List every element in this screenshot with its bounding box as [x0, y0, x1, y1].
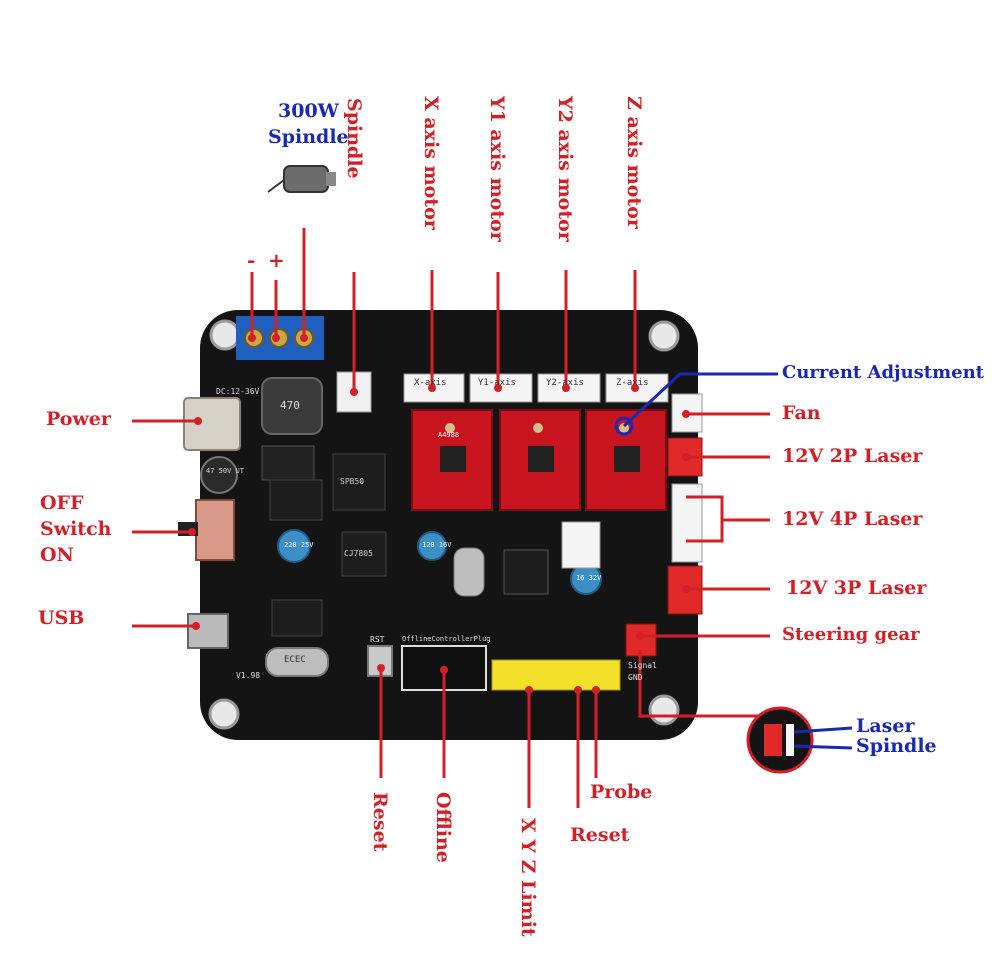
plus-label: +	[268, 248, 285, 272]
power-label: Power	[46, 408, 111, 430]
silk-cap3: 120 16V	[422, 541, 452, 549]
crystal	[265, 647, 329, 677]
capacitor-2	[277, 529, 311, 563]
limit-pin-header	[491, 659, 621, 691]
laser-2p-label: 12V 2P Laser	[782, 445, 923, 467]
blue-leader-lines	[622, 372, 853, 750]
inductor	[261, 377, 323, 435]
silk-crystal: ECEC	[284, 655, 306, 665]
silk-cap2: 220 25V	[284, 541, 314, 549]
y2-axis-motor-label: Y2 axis motor	[554, 96, 576, 242]
silk-cap1: 47 50V UT	[206, 467, 244, 475]
usb-label: USB	[38, 607, 85, 629]
silk-driver: A4988	[438, 431, 460, 439]
stepper-drivers	[411, 409, 667, 511]
silk-y2-axis: Y2-axis	[546, 378, 584, 388]
silk-rst: RST	[370, 635, 385, 644]
fan-label: Fan	[782, 402, 821, 424]
silk-x-axis: X-axis	[414, 378, 447, 388]
silk-gnd: GND	[628, 673, 643, 682]
spindle-motor-title: 300W	[278, 100, 339, 122]
capacitor-3	[417, 531, 447, 561]
leader-lines	[132, 228, 770, 808]
reset-button-label: Reset	[369, 792, 391, 852]
silk-offline-plug: OfflineControllerPlug	[402, 635, 491, 643]
laser-3p-label: 12V 3P Laser	[786, 577, 927, 599]
capacitor-1	[200, 456, 238, 494]
spindle-label: Spindle	[343, 98, 365, 179]
power-switch	[195, 499, 235, 561]
x-axis-motor-label: X axis motor	[420, 96, 442, 230]
y1-axis-motor-label: Y1 axis motor	[486, 96, 508, 242]
silk-y1-axis: Y1-axis	[478, 378, 516, 388]
silk-inductor: 470	[280, 399, 300, 412]
silk-version: V1.98	[236, 671, 261, 680]
leader-dots	[188, 334, 690, 694]
reset-pin-label: Reset	[570, 824, 630, 846]
silk-cap4: 16 32V	[576, 574, 602, 582]
jumper-inset	[746, 706, 814, 774]
z-axis-motor-label: Z axis motor	[623, 96, 645, 229]
silk-regulator: CJ7805	[344, 549, 373, 558]
on-label: ON	[40, 544, 74, 566]
silk-signal: Signal	[628, 661, 657, 670]
off-label: OFF	[40, 492, 84, 514]
probe-label: Probe	[590, 781, 653, 803]
current-adjustment-label: Current Adjustment	[782, 362, 984, 383]
silk-voltage: DC:12-36V	[216, 387, 260, 396]
steering-gear-label: Steering gear	[782, 624, 920, 645]
spindle-motor-image	[267, 165, 336, 193]
xyz-limit-label: X Y Z Limit	[517, 818, 539, 937]
usb-port	[187, 613, 229, 649]
laser-4p-label: 12V 4P Laser	[782, 508, 923, 530]
switch-label: Switch	[40, 518, 112, 540]
minus-label: -	[247, 248, 256, 272]
power-jack	[183, 397, 241, 451]
laser-jumper-label: Laser	[856, 715, 915, 737]
silk-mosfet: SPB50	[340, 477, 365, 486]
spindle-jumper-label: Spindle	[856, 735, 937, 757]
offline-label: Offline	[432, 792, 454, 863]
spindle-motor-subtitle: Spindle	[268, 126, 349, 148]
silk-z-axis: Z-axis	[616, 378, 649, 388]
